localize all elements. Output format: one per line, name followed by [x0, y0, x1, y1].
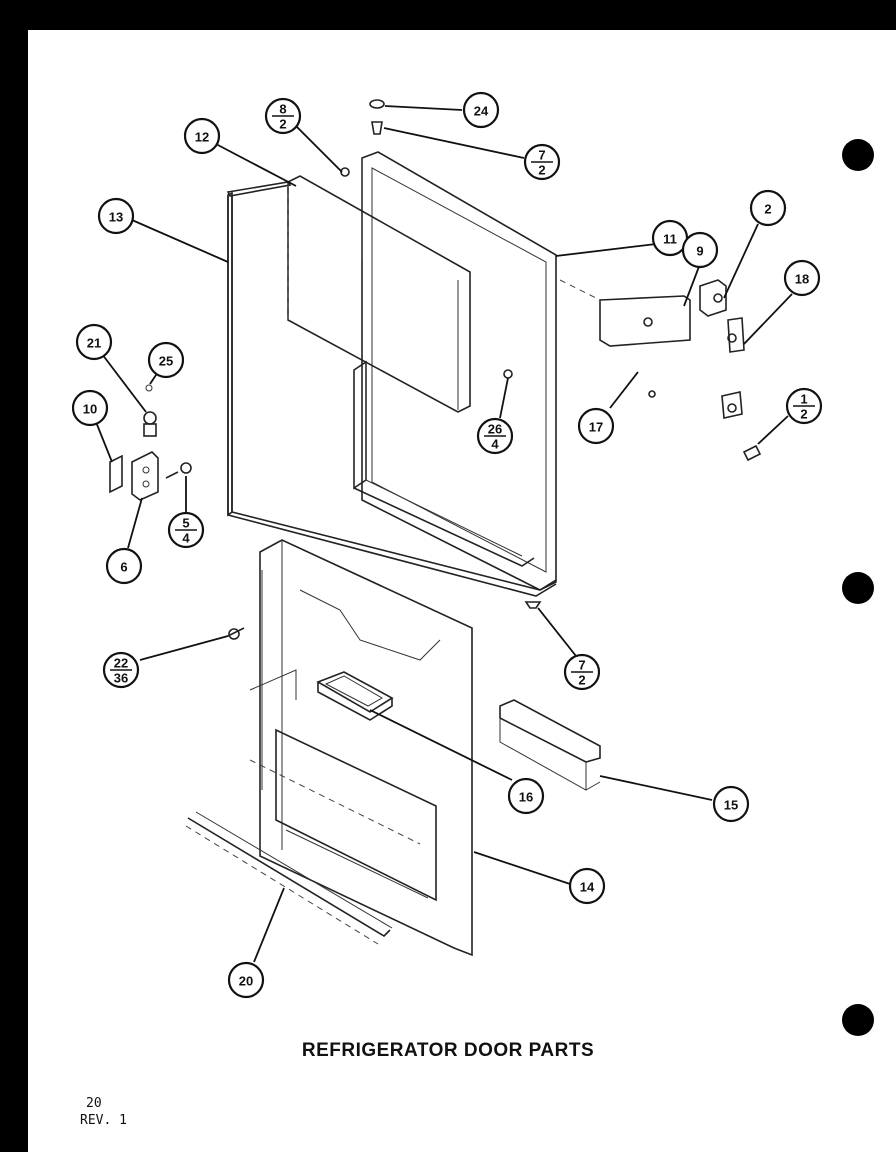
hinge-assembly-right — [559, 279, 762, 462]
callout-quantity: 2 — [578, 673, 585, 688]
callout-ref-number: 5 — [182, 516, 189, 531]
shelf-bracket — [499, 699, 601, 791]
callout-label: 15 — [724, 798, 738, 813]
callout-c1-2: 12 — [785, 387, 823, 425]
callout-quantity: 4 — [182, 531, 190, 546]
callout-label: 11 — [663, 232, 677, 247]
callout-c11: 11 — [651, 219, 689, 257]
callout-c14: 14 — [568, 867, 606, 905]
small-hardware — [227, 99, 542, 640]
callout-label: 16 — [519, 790, 533, 805]
callout-layer: 2482127213112918212510264171254672223616… — [71, 91, 823, 999]
hinge-assembly-left — [109, 384, 192, 501]
callout-c8-2: 82 — [264, 97, 302, 135]
callout-label: 21 — [87, 336, 101, 351]
callout-ref-number: 7 — [578, 658, 585, 673]
door-outer-panel — [226, 181, 557, 597]
callout-c2: 2 — [749, 189, 787, 227]
callout-label: 9 — [696, 244, 703, 259]
door-liner-frame — [361, 151, 557, 591]
revision-label: REV. 1 — [80, 1113, 127, 1128]
callout-ref-number: 8 — [279, 102, 286, 117]
callout-label: 12 — [195, 130, 209, 145]
callout-c15: 15 — [712, 785, 750, 823]
callout-c7-2b: 72 — [563, 653, 601, 691]
lower-door-liner — [249, 539, 473, 957]
callout-label: 24 — [474, 104, 489, 119]
callout-c5-4: 54 — [167, 511, 205, 549]
callout-label: 25 — [159, 354, 173, 369]
door-insulation-panel — [287, 175, 471, 413]
callout-label: 20 — [239, 974, 253, 989]
callout-quantity: 4 — [491, 437, 499, 452]
callout-c12: 12 — [183, 117, 221, 155]
punch-hole-bottom — [842, 1004, 874, 1036]
door-gasket-window — [353, 360, 535, 567]
callout-ref-number: 7 — [538, 148, 545, 163]
leader-lines — [95, 105, 793, 963]
callout-c17: 17 — [577, 407, 615, 445]
callout-label: 2 — [764, 202, 771, 217]
callout-c20: 20 — [227, 961, 265, 999]
callout-c25: 25 — [147, 341, 185, 379]
callout-c24: 24 — [462, 91, 500, 129]
callout-label: 13 — [109, 210, 123, 225]
butter-dish — [316, 671, 394, 721]
callout-label: 10 — [83, 402, 97, 417]
callout-quantity: 2 — [800, 407, 807, 422]
callout-ref-number: 26 — [488, 422, 502, 437]
callout-c13: 13 — [97, 197, 135, 235]
callout-c21: 21 — [75, 323, 113, 361]
callout-quantity: 36 — [114, 671, 128, 686]
callout-c7-2a: 72 — [523, 143, 561, 181]
page-number: 20 — [86, 1096, 102, 1111]
callout-ref-number: 1 — [800, 392, 807, 407]
callout-c26-4: 264 — [476, 417, 514, 455]
diagram-title: REFRIGERATOR DOOR PARTS — [301, 1040, 595, 1061]
callout-label: 18 — [795, 272, 809, 287]
callout-c9: 9 — [681, 231, 719, 269]
callout-label: 17 — [589, 420, 603, 435]
callout-c16: 16 — [507, 777, 545, 815]
punch-hole-middle — [842, 572, 874, 604]
punch-hole-top — [842, 139, 874, 171]
callout-label: 14 — [580, 880, 595, 895]
callout-quantity: 2 — [279, 117, 286, 132]
callout-quantity: 2 — [538, 163, 545, 178]
callout-c18: 18 — [783, 259, 821, 297]
bottom-trim — [185, 811, 393, 945]
callout-c10: 10 — [71, 389, 109, 427]
callout-label: 6 — [120, 560, 127, 575]
callout-c6: 6 — [105, 547, 143, 585]
callout-ref-number: 22 — [114, 656, 128, 671]
